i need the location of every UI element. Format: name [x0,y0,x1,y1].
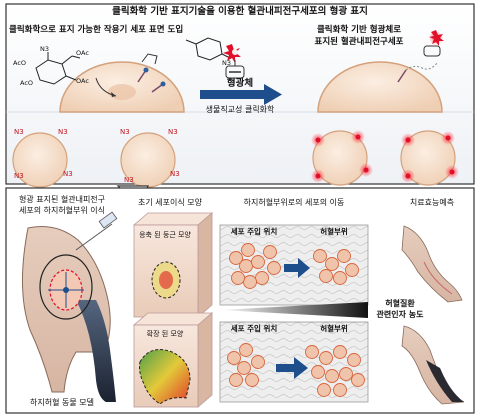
animal-model-label: 하지허혈 동물 모델 [30,398,94,407]
factor-label-1: 허혈질환 [385,299,415,308]
cube-condensed [132,212,214,318]
cell-membrane-right [317,61,443,113]
transplant-caption-1: 형광 표지된 혈관내피전구 [18,195,106,204]
animal-leg-model [21,226,116,402]
column-header-efficacy: 치료효능예측 [409,198,455,207]
ischemic-site-label: 허혈부위 [320,227,348,236]
sugar-group-label: N3 [40,45,49,53]
azide-label: N3 [63,170,73,178]
azide-label: N3 [168,128,178,136]
shape-condensed-label: 응축 된 둥근 모양 [139,231,191,239]
arrow-sublabel: 생물직교성 클릭화학 [205,105,275,114]
factor-label-2: 관련인자 농도 [376,310,424,319]
azide-label: N3 [124,176,134,184]
sugar-group-label: OAc [76,49,89,57]
cell-small-1 [12,132,68,188]
cell-labeled-2 [400,130,459,186]
sugar-group-label: AcO [13,59,27,67]
ischemic-site-label: 허혈부위 [320,324,348,333]
fluorophore-icon [223,44,245,79]
gradient-wedge [220,302,368,318]
azide-label: N3 [14,172,24,180]
azido-sugar-structure [35,52,81,85]
arrow-label-fluorophore: 형광체 [226,78,254,89]
labeled-fluorophore-icon [423,30,444,57]
right-step-caption-1: 클릭화학 기반 형광체로 [316,25,402,35]
transplant-caption-2: 세포의 하지허혈부위 이식 [18,206,106,215]
process-arrow-head [264,84,282,105]
outcome-leg-bottom [401,325,465,405]
cube-expanded [132,312,214,408]
azide-label: N3 [120,128,130,136]
outcome-leg-top [401,225,463,303]
azide-label: N3 [58,128,68,136]
migration-panel-top [219,224,369,306]
right-step-caption-2: 표지된 혈관내피전구세포 [314,37,404,47]
injection-site-label: 세포 주입 위치 [230,227,278,236]
column-header-migration: 하지허혈부위로의 세포의 이동 [243,198,345,207]
sugar-group-label: AcO [20,79,34,87]
left-step-caption: 클릭화학으로 표지 가능한 작용기 세포 표면 도입 [9,25,184,35]
injection-site-label: 세포 주입 위치 [230,324,278,333]
top-panel-title: 클릭화학 기반 표지기술을 이용한 혈관내피전구세포의 형광 표지 [112,6,368,17]
migration-panel-bottom [219,321,369,403]
azide-label: N3 [14,128,24,136]
cell-labeled-1 [311,130,373,186]
sugar-group-label: N3 [222,59,231,67]
column-header-initial-shape: 초기 세포이식 모양 [138,198,202,207]
azide-label: N3 [170,170,180,178]
shape-expanded-label: 확장 된 모양 [146,330,184,338]
sugar-group-label: OAc [76,77,89,85]
syringe-icon [75,211,118,251]
process-arrow-body [200,90,264,99]
